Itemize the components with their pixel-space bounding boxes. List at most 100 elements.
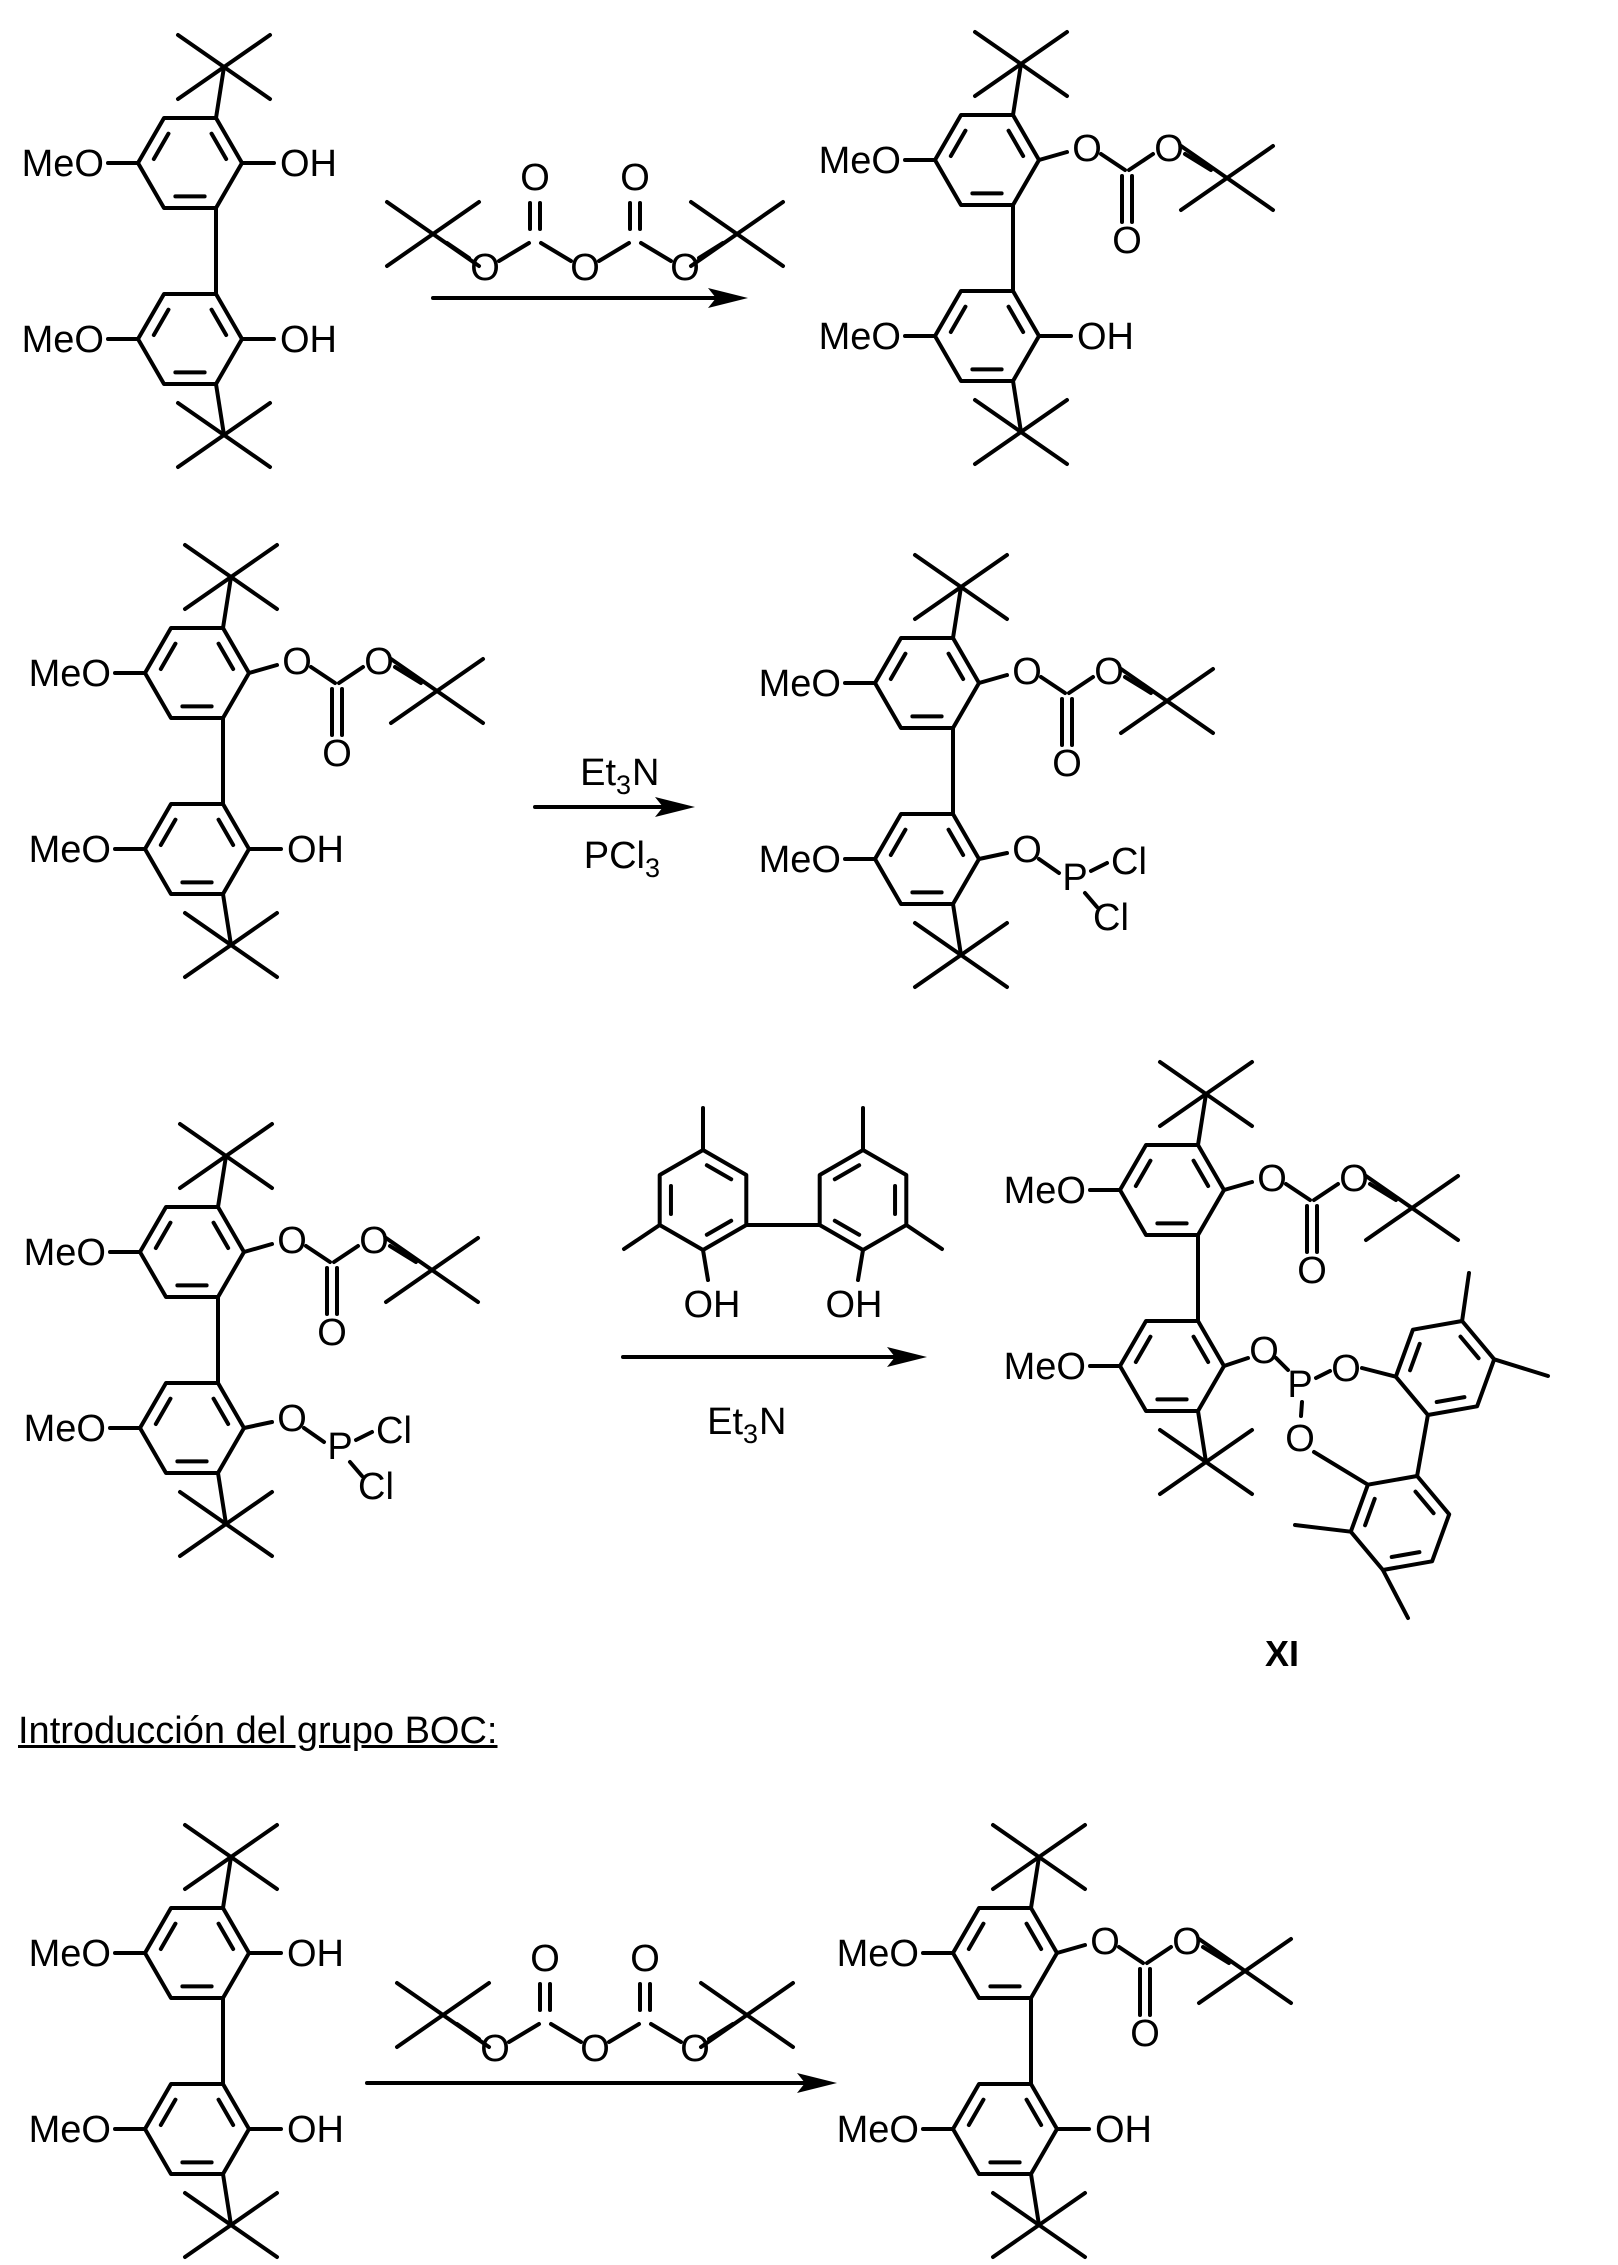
tbutyl-bond [1158,1060,1254,1128]
tbutyl-bond [178,1490,274,1558]
bond [1037,150,1069,162]
double-bond [1191,1334,1211,1365]
double-bond [1434,1395,1467,1404]
bond [388,1244,418,1264]
tbutyl-bond [1158,1428,1254,1496]
bond [1183,152,1213,172]
bond [1274,1356,1290,1372]
reaction-arrow [365,2073,837,2093]
atom-label-methoxy: MeO [29,653,111,695]
atom-label-oxygen: O [1012,829,1042,871]
tbutyl-bond [1011,62,1023,117]
atom-label-hydroxyl: OH [287,2109,344,2151]
tbutyl-bond [1029,2172,1041,2227]
atom-label-hydroxyl: OH [280,319,337,361]
double-bond [888,827,908,858]
bond [247,663,279,675]
tbutyl-bond [951,585,963,640]
double-bond [158,1921,178,1952]
atom-label-oxygen: O [1154,128,1184,170]
bond [1312,1450,1370,1487]
tbutyl-bond [1364,1174,1460,1242]
atom-label-methoxy: MeO [1004,1170,1086,1212]
atom-label-methoxy: MeO [837,1933,919,1975]
arrow-head [797,2073,837,2093]
tbutyl-bond [951,902,963,957]
double-bond [1024,1921,1044,1952]
methyl-bond [904,1223,944,1251]
double-bond [948,128,968,159]
atom-label-oxygen: O [1249,1330,1279,1372]
tbutyl-bond [973,30,1069,98]
atom-label-oxygen: O [1331,1348,1361,1390]
bond [539,241,573,263]
bond [337,665,365,685]
double-bond [946,651,966,682]
double-bond [888,651,908,682]
atom-label-methoxy: MeO [1004,1346,1086,1388]
tbutyl-bond [689,200,785,268]
atom-label-hydroxyl: OH [1077,316,1134,358]
reaction-arrow [621,1347,927,1367]
atom-label-oxygen: O [580,2028,610,2070]
tbutyl-bond [176,33,272,101]
tbutyl-bond [1196,1409,1208,1464]
bond [1360,1366,1398,1379]
atom-label-hydroxyl: OH [280,143,337,185]
tbutyl-bond [1179,144,1275,212]
atom-label-oxygen: O [1094,651,1124,693]
atom-label-oxygen: O [480,2028,510,2070]
double-bond [832,1218,862,1237]
bond [497,241,531,263]
reaction-arrow [431,288,748,308]
double-bond [1133,1334,1153,1365]
atom-label-methoxy: MeO [759,839,841,881]
arrow-head [655,797,695,817]
atom-label-methoxy: MeO [29,2109,111,2151]
tbutyl-bond [699,1981,795,2049]
tbutyl-bond [214,65,226,120]
atom-label-oxygen: O [277,1398,307,1440]
bond [1099,152,1127,172]
tbutyl-bond [991,2191,1087,2259]
double-bond [151,307,171,338]
double-bond [216,2097,236,2128]
atom-label-oxygen: O [1012,651,1042,693]
methyl-bond [1293,1523,1353,1534]
bond [1117,1945,1145,1965]
bond [1055,1943,1087,1955]
bond [1314,1369,1332,1380]
tbutyl-bond [991,1823,1087,1891]
atom-label-oxygen: O [1257,1158,1287,1200]
bond [856,1248,865,1282]
tbutyl-bond [913,553,1009,621]
double-bond [1191,1158,1211,1189]
bond [1037,857,1061,875]
atom-label-oxygen: O [1297,1250,1327,1292]
double-bond [832,1163,862,1182]
tbutyl-bond [183,543,279,611]
atom-label-oxygen: O [1339,1158,1369,1200]
atom-label-oxygen: O [670,247,700,289]
atom-label-methoxy: MeO [24,1408,106,1450]
bond [1123,675,1153,695]
double-bond [158,641,178,672]
atom-label-hydroxyl: OH [826,1284,883,1326]
bond [1368,1182,1398,1202]
double-bond [966,1921,986,1952]
tbutyl-bond [389,657,485,725]
double-bond [1133,1158,1153,1189]
double-bond [946,827,966,858]
atom-label-hydroxyl: OH [287,1933,344,1975]
double-bond [153,1396,173,1427]
